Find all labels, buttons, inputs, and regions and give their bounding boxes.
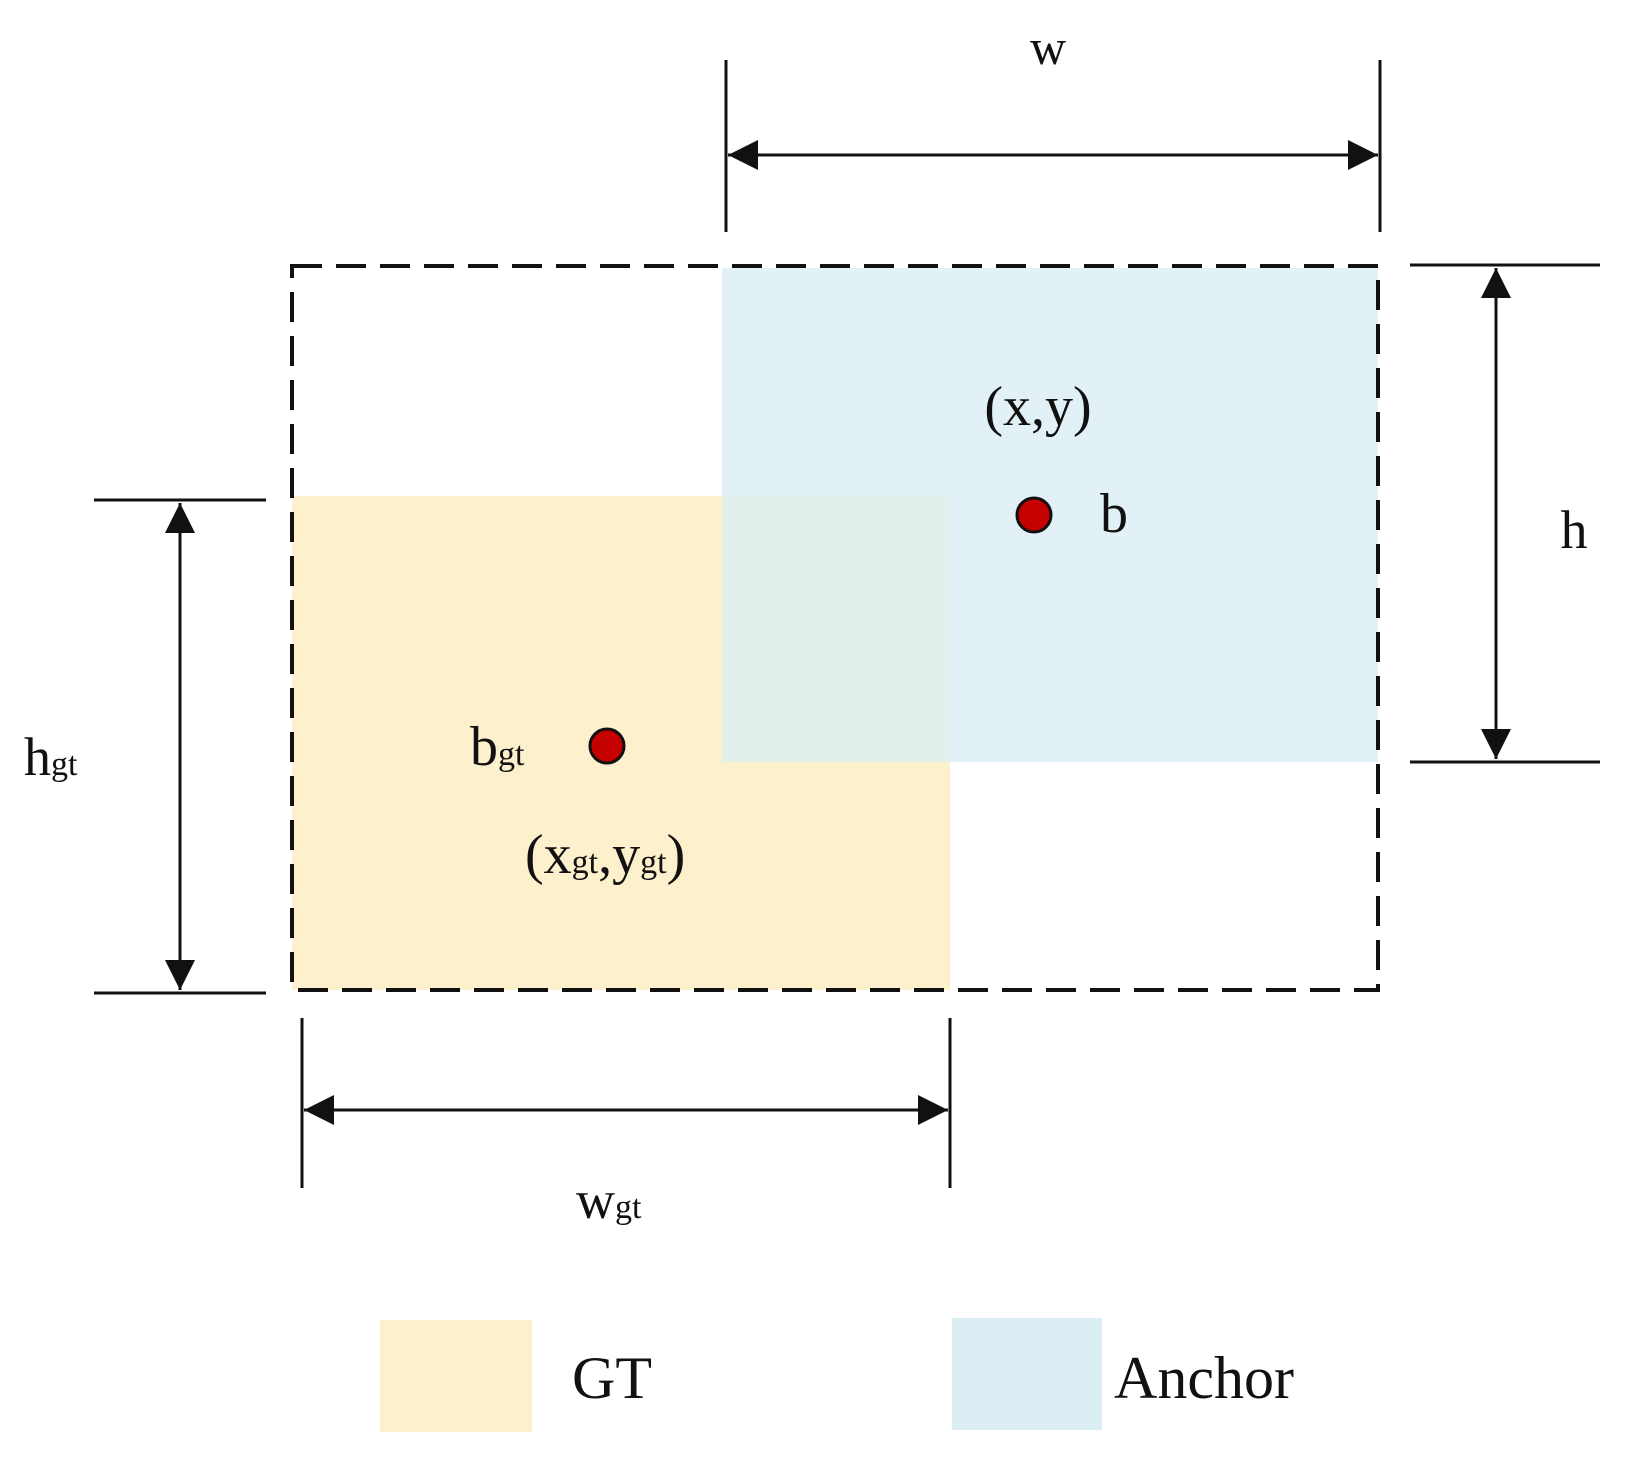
gt-height-dimension: [94, 498, 266, 995]
legend-gt-label: GT: [572, 1345, 652, 1411]
legend: GT Anchor: [380, 1318, 1294, 1432]
gt-center-point: [588, 727, 626, 765]
gt-width-dimension: [300, 1018, 952, 1188]
gt-width-label: wgt: [576, 1170, 642, 1230]
legend-anchor-swatch: [952, 1318, 1102, 1430]
anchor-width-label: w: [1030, 19, 1066, 75]
anchor-height-label: h: [1561, 500, 1588, 560]
gt-center-coords-label: (xgt,ygt): [525, 824, 685, 886]
anchor-width-dimension: [724, 60, 1382, 232]
legend-anchor-label: Anchor: [1114, 1345, 1294, 1411]
anchor-center-point-label: b: [1100, 483, 1128, 545]
anchor-center-point: [1015, 496, 1053, 534]
legend-gt-swatch: [380, 1320, 532, 1432]
anchor-height-dimension: [1410, 263, 1600, 764]
gt-height-label: hgt: [24, 727, 78, 787]
anchor-center-coords-label: (x,y): [984, 376, 1091, 438]
enclosing-dashed-box: [290, 264, 1380, 992]
gt-center-point-label: bgt: [470, 716, 525, 778]
